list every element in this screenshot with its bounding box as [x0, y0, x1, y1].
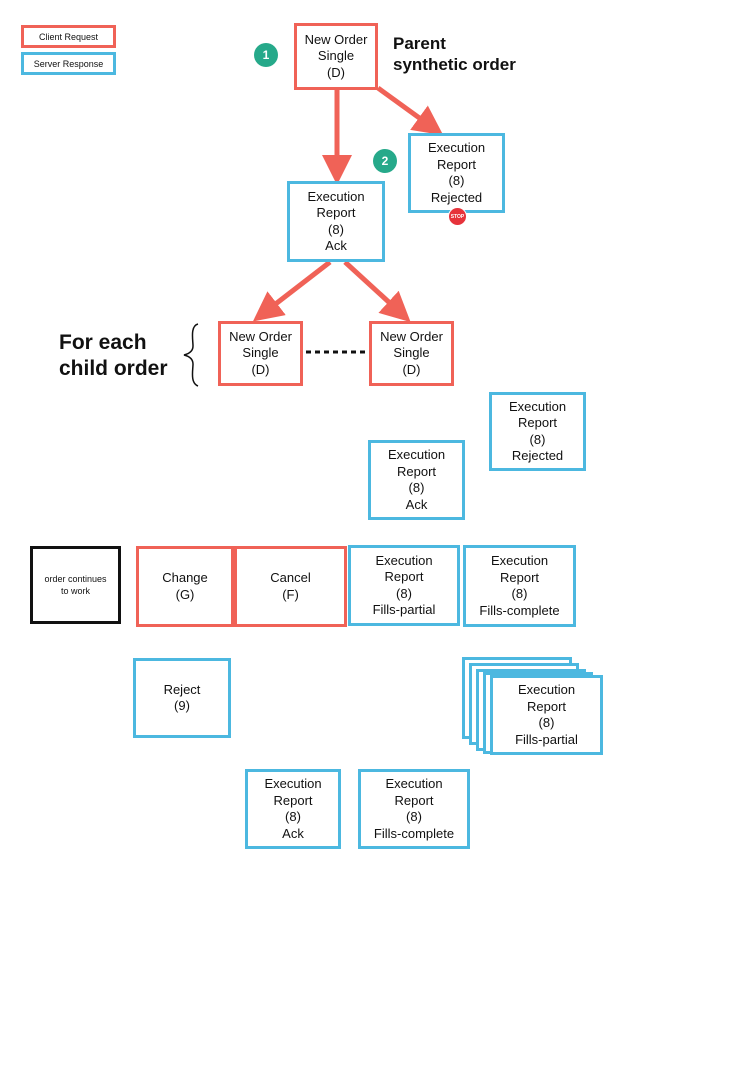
legend-server-response: Server Response — [21, 52, 116, 75]
step-badge-2: 2 — [373, 149, 397, 173]
box-line: Single — [317, 48, 355, 64]
box-line: Rejected — [511, 448, 564, 463]
box-line: (8) — [328, 221, 344, 237]
box-line: Fills-partial — [372, 602, 436, 617]
box-line: Execution — [264, 776, 322, 791]
box-line: Cancel — [270, 570, 311, 585]
stacked-execution-report-fills-partial: Execution Report (8) Fills-partial — [490, 675, 603, 755]
box-line: Ack — [282, 825, 304, 841]
box-line: Single — [242, 345, 279, 361]
box-line: New Order — [304, 31, 368, 47]
box-line: Execution — [508, 398, 567, 414]
box-line: Execution — [387, 447, 446, 462]
box-line: Report — [396, 463, 437, 479]
reject-response: Reject (9) — [133, 658, 231, 738]
legend-client-request: Client Request — [21, 25, 116, 48]
box-line: Change — [162, 570, 208, 585]
order-continues-to-work: order continues to work — [30, 546, 121, 624]
box-line: Rejected — [430, 189, 483, 205]
child-label-line: For each — [59, 331, 147, 354]
box-line: Execution — [427, 140, 486, 155]
stop-sign-icon: STOP — [448, 207, 467, 226]
arrow-ack-to-child-1 — [252, 260, 332, 322]
box-line: Ack — [405, 496, 428, 512]
box-line: (8) — [396, 585, 412, 601]
parent-new-order-single: New Order Single (D) — [294, 23, 378, 90]
box-line: Report — [517, 415, 558, 430]
child-new-order-single-last: New Order Single (D) — [369, 321, 454, 386]
box-line: (8) — [538, 715, 555, 730]
execution-report-fills-partial: Execution Report (8) Fills-partial — [348, 545, 460, 626]
box-line: to work — [60, 586, 90, 596]
box-line: Ack — [325, 238, 347, 253]
box-line: (8) — [406, 809, 422, 824]
arrow-ack-to-child-2 — [343, 260, 411, 323]
box-line: (9) — [174, 698, 190, 713]
box-line: (8) — [448, 173, 465, 188]
bottom-execution-report-fills-complete: Execution Report (8) Fills-complete — [358, 769, 470, 849]
execution-report-fills-complete: Execution Report (8) Fills-complete — [463, 545, 576, 627]
box-line: order continues — [44, 574, 107, 584]
box-line: Report — [273, 792, 313, 808]
parent-execution-report-rejected: Execution Report (8) Rejected — [408, 133, 505, 213]
parent-synthetic-order-label: Parent synthetic order — [393, 33, 516, 75]
child-execution-report-rejected: Execution Report (8) Rejected — [489, 392, 586, 471]
box-line: (8) — [529, 431, 546, 447]
box-line: (G) — [175, 586, 195, 602]
bottom-execution-report-ack: Execution Report (8) Ack — [245, 769, 341, 849]
child-label-line: child order — [59, 357, 168, 380]
parent-label-line: Parent — [393, 34, 446, 53]
box-line: Fills-complete — [479, 602, 560, 618]
box-line: (D) — [402, 361, 421, 377]
cancel-request: Cancel (F) — [234, 546, 347, 627]
box-line: (F) — [282, 586, 299, 602]
box-line: New Order — [380, 328, 443, 344]
change-request: Change (G) — [136, 546, 234, 627]
box-line: Reject — [163, 681, 201, 697]
curly-brace — [183, 323, 199, 387]
box-line: Execution — [375, 552, 433, 568]
box-line: Execution — [490, 553, 549, 568]
box-line: Report — [526, 698, 567, 714]
box-line: Single — [393, 345, 430, 361]
child-new-order-single-first: New Order Single (D) — [218, 321, 303, 386]
step-badge-1: 1 — [254, 43, 278, 67]
child-execution-report-ack: Execution Report (8) Ack — [368, 440, 465, 520]
box-line: Report — [384, 569, 424, 584]
box-line: (8) — [511, 586, 528, 601]
box-line: (D) — [326, 64, 346, 80]
box-line: Report — [394, 792, 434, 808]
parent-execution-report-ack: Execution Report (8) Ack — [287, 181, 385, 262]
box-line: Fills-partial — [515, 731, 578, 747]
box-line: Execution — [307, 188, 365, 204]
box-line: New Order — [229, 328, 292, 344]
arrow-parent-to-rejected — [376, 85, 444, 136]
box-line: Report — [316, 205, 356, 220]
box-line: Report — [436, 156, 477, 172]
box-line: (D) — [251, 361, 270, 377]
box-line: Report — [499, 569, 540, 585]
box-line: Fills-complete — [373, 825, 455, 841]
box-line: (8) — [408, 480, 425, 495]
box-line: Execution — [517, 682, 576, 697]
box-line: (8) — [285, 809, 301, 824]
parent-label-line: synthetic order — [393, 55, 516, 74]
box-line: Execution — [385, 776, 443, 791]
for-each-child-order-label: For each child order — [59, 330, 168, 382]
